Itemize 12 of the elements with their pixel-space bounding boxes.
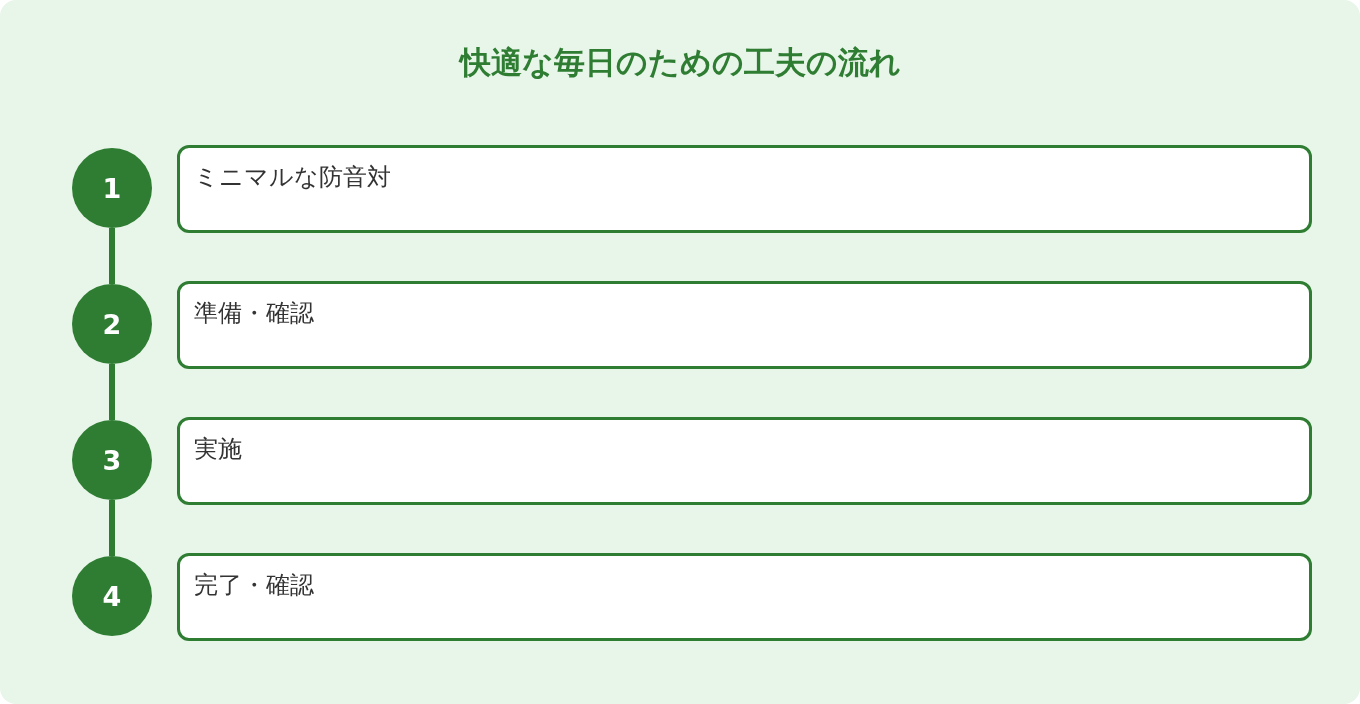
step-box: ミニマルな防音対	[177, 145, 1312, 233]
connector-line	[109, 500, 115, 556]
step-box: 完了・確認	[177, 553, 1312, 641]
number-circle: 4	[72, 556, 152, 636]
connector-line	[109, 364, 115, 420]
number-circle: 1	[72, 148, 152, 228]
step-box: 実施	[177, 417, 1312, 505]
connector-line	[109, 228, 115, 284]
number-circle: 2	[72, 284, 152, 364]
number-circle: 3	[72, 420, 152, 500]
title: 快適な毎日のための工夫の流れ	[459, 43, 901, 82]
step-box: 準備・確認	[177, 281, 1312, 369]
